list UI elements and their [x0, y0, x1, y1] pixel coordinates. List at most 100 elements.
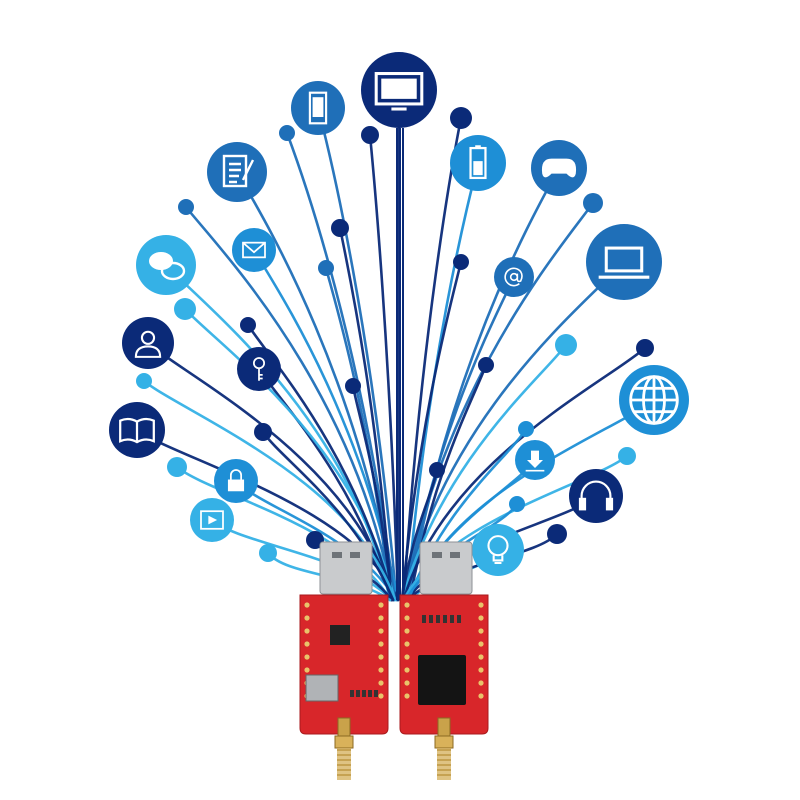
branch-line [246, 323, 395, 602]
key-node [237, 347, 281, 391]
branch-dot [555, 334, 577, 356]
sma-connector [434, 735, 454, 749]
branch-dot [618, 447, 636, 465]
gamepad-icon [541, 158, 577, 178]
pcb-pad [378, 602, 384, 608]
pcb-pad [478, 693, 484, 699]
smd-component [374, 690, 378, 697]
branch-line [261, 430, 395, 602]
pcb-pad [378, 654, 384, 660]
pcb-pad [378, 641, 384, 647]
smd-component [429, 615, 433, 623]
document-edit-node [207, 142, 267, 202]
pcb-pad [304, 615, 310, 621]
icon-circle [494, 257, 534, 297]
branch-dot [306, 531, 324, 549]
smartphone-node [291, 81, 345, 135]
pcb-pad [404, 667, 410, 673]
pcb-pad [378, 628, 384, 634]
key-icon [252, 357, 266, 381]
usb-sdr-dongle-right [399, 541, 489, 780]
lock-node [214, 459, 258, 503]
icon-circle [586, 224, 662, 300]
branch-dot [478, 357, 494, 373]
user-node [122, 317, 174, 369]
branch-line [285, 131, 397, 602]
document-edit-icon [222, 154, 255, 188]
branch-dot [174, 298, 196, 320]
branch-dot [178, 199, 194, 215]
branch-line [396, 88, 401, 602]
pcb-pad [478, 680, 484, 686]
branch-dot [259, 544, 277, 562]
branch-dot [318, 260, 334, 276]
pcb-pad [404, 641, 410, 647]
download-node [515, 440, 555, 480]
sma-connector [437, 717, 451, 737]
pcb-pad [304, 641, 310, 647]
fpga-chip [418, 655, 466, 705]
laptop-icon [598, 246, 650, 279]
usb-plug [319, 541, 373, 595]
branch-dot [254, 423, 272, 441]
usb-sdr-dongle-left [299, 541, 389, 780]
branch-dot [453, 254, 469, 270]
smd-component [362, 690, 366, 697]
pcb-pad [304, 667, 310, 673]
pcb-pad [378, 693, 384, 699]
pcb-pad [404, 615, 410, 621]
branch-dot [331, 219, 349, 237]
sma-connector [337, 748, 351, 780]
branch-dot [429, 462, 445, 478]
smd-component [356, 690, 360, 697]
globe-node [619, 365, 689, 435]
branch-dot [167, 457, 187, 477]
branch-line [368, 133, 400, 602]
branch-dot [361, 126, 379, 144]
tv-node [361, 52, 437, 128]
chat-bubbles-node [136, 235, 196, 295]
pcb-pad [478, 641, 484, 647]
branch-dot [547, 524, 567, 544]
branch-dot [240, 317, 256, 333]
pcb-pad [304, 628, 310, 634]
branch-dot [636, 339, 654, 357]
pcb-pad [378, 667, 384, 673]
icon-circle [569, 469, 623, 523]
pcb-pad [478, 602, 484, 608]
pcb-pad [304, 654, 310, 660]
battery-node [450, 135, 506, 191]
globe-icon [629, 375, 679, 425]
branch-dot [279, 125, 295, 141]
smd-component [368, 690, 372, 697]
at-sign-node [494, 257, 534, 297]
branch-line [402, 201, 595, 602]
envelope-node [232, 228, 276, 272]
gamepad-node [531, 140, 587, 196]
pcb-pad [378, 615, 384, 621]
video-node [190, 498, 234, 542]
pcb-pad [478, 628, 484, 634]
usb-plug [419, 541, 473, 595]
smd-component [436, 615, 440, 623]
book-node [109, 402, 165, 458]
branch-dot [450, 107, 472, 129]
smd-component [443, 615, 447, 623]
smd-component [457, 615, 461, 623]
envelope-icon [242, 241, 266, 259]
branch-line [184, 205, 395, 602]
pcb-pad [404, 693, 410, 699]
branch-line [408, 363, 488, 602]
pcb-pad [404, 680, 410, 686]
usb-devices [299, 541, 489, 780]
usb-plug-hole [432, 552, 442, 558]
sma-connector [437, 748, 451, 780]
branch-dot [583, 193, 603, 213]
icon-circle [232, 228, 276, 272]
book-icon [119, 417, 155, 444]
pcb-pad [304, 602, 310, 608]
branch-dots [136, 107, 654, 562]
smd-component [450, 615, 454, 623]
branch-line [402, 116, 463, 602]
